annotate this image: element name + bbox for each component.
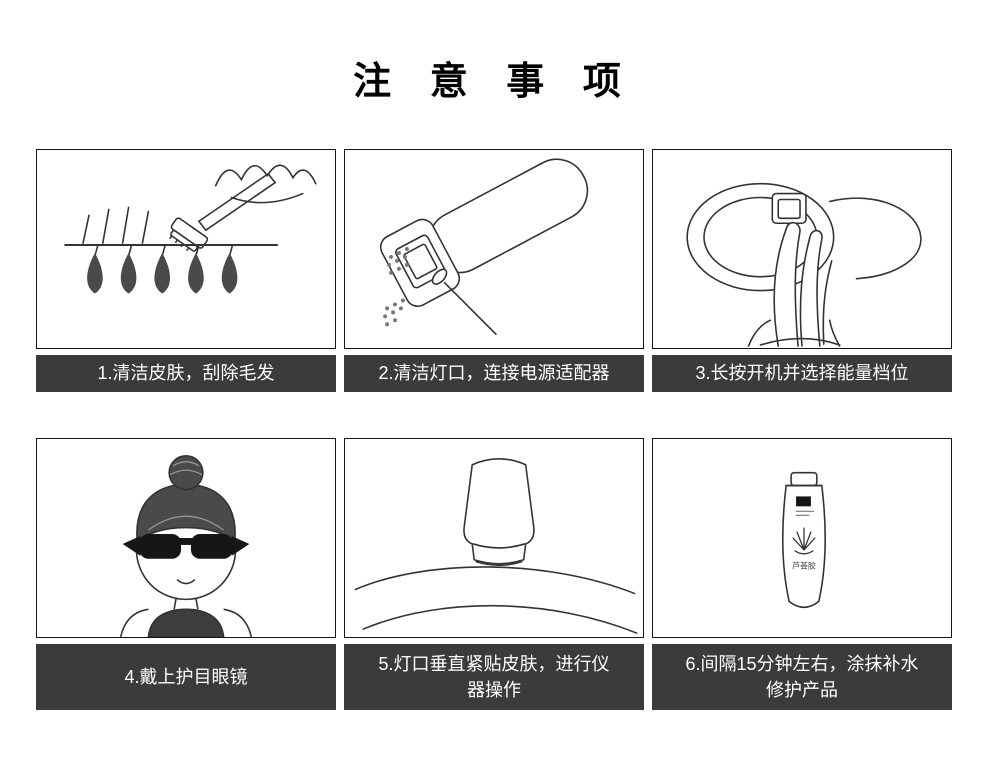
step-caption-text: 1.清洁皮肤，刮除毛发 [97,363,275,384]
step-caption-text: 2.清洁灯口，连接电源适配器 [378,363,610,384]
wear-goggles-illustration [36,438,336,638]
step-caption-text: 6.间隔15分钟左右，涂抹补水修护产品 [685,653,919,700]
step-panel-6: 芦荟胶 6.间隔15分钟左右，涂抹补水修护产品 [652,438,952,710]
step-caption-text: 3.长按开机并选择能量档位 [695,363,909,384]
device-cleaning-icon [379,158,589,335]
step-caption-text: 4.戴上护目眼镜 [124,666,248,687]
long-press-power-illustration [652,149,952,349]
aloe-gel-tube-icon: 芦荟胶 [781,471,826,609]
step-panel-2: 2.清洁灯口，连接电源适配器 [344,149,644,392]
step-panel-5: 5.灯口垂直紧贴皮肤，进行仪器操作 [344,438,644,710]
step-panel-4: 4.戴上护目眼镜 [36,438,336,710]
step-caption-4: 4.戴上护目眼镜 [36,644,336,710]
instruction-page: 注 意 事 项 [36,61,952,710]
aloe-gel-tube-illustration: 芦荟胶 [652,438,952,638]
step-caption-1: 1.清洁皮肤，刮除毛发 [36,355,336,392]
device-on-skin-illustration [344,438,644,638]
step-caption-2: 2.清洁灯口，连接电源适配器 [344,355,644,392]
hand-press-button-icon [686,182,922,347]
razor-shaving-illustration [36,149,336,349]
goggles-girl-icon [119,455,253,637]
page-title: 注 意 事 项 [353,61,635,103]
step-panel-1: 1.清洁皮肤，刮除毛发 [36,149,336,392]
steps-grid: 1.清洁皮肤，刮除毛发 [36,149,952,710]
step-caption-5: 5.灯口垂直紧贴皮肤，进行仪器操作 [344,644,644,710]
tube-label: 芦荟胶 [792,561,816,571]
device-on-skin-icon [354,458,638,634]
clean-lamp-adapter-illustration [344,149,644,349]
step-caption-3: 3.长按开机并选择能量档位 [652,355,952,392]
step-panel-3: 3.长按开机并选择能量档位 [652,149,952,392]
step-caption-6: 6.间隔15分钟左右，涂抹补水修护产品 [652,644,952,710]
razor-shaving-icon [64,164,317,294]
step-caption-text: 5.灯口垂直紧贴皮肤，进行仪器操作 [378,653,610,700]
